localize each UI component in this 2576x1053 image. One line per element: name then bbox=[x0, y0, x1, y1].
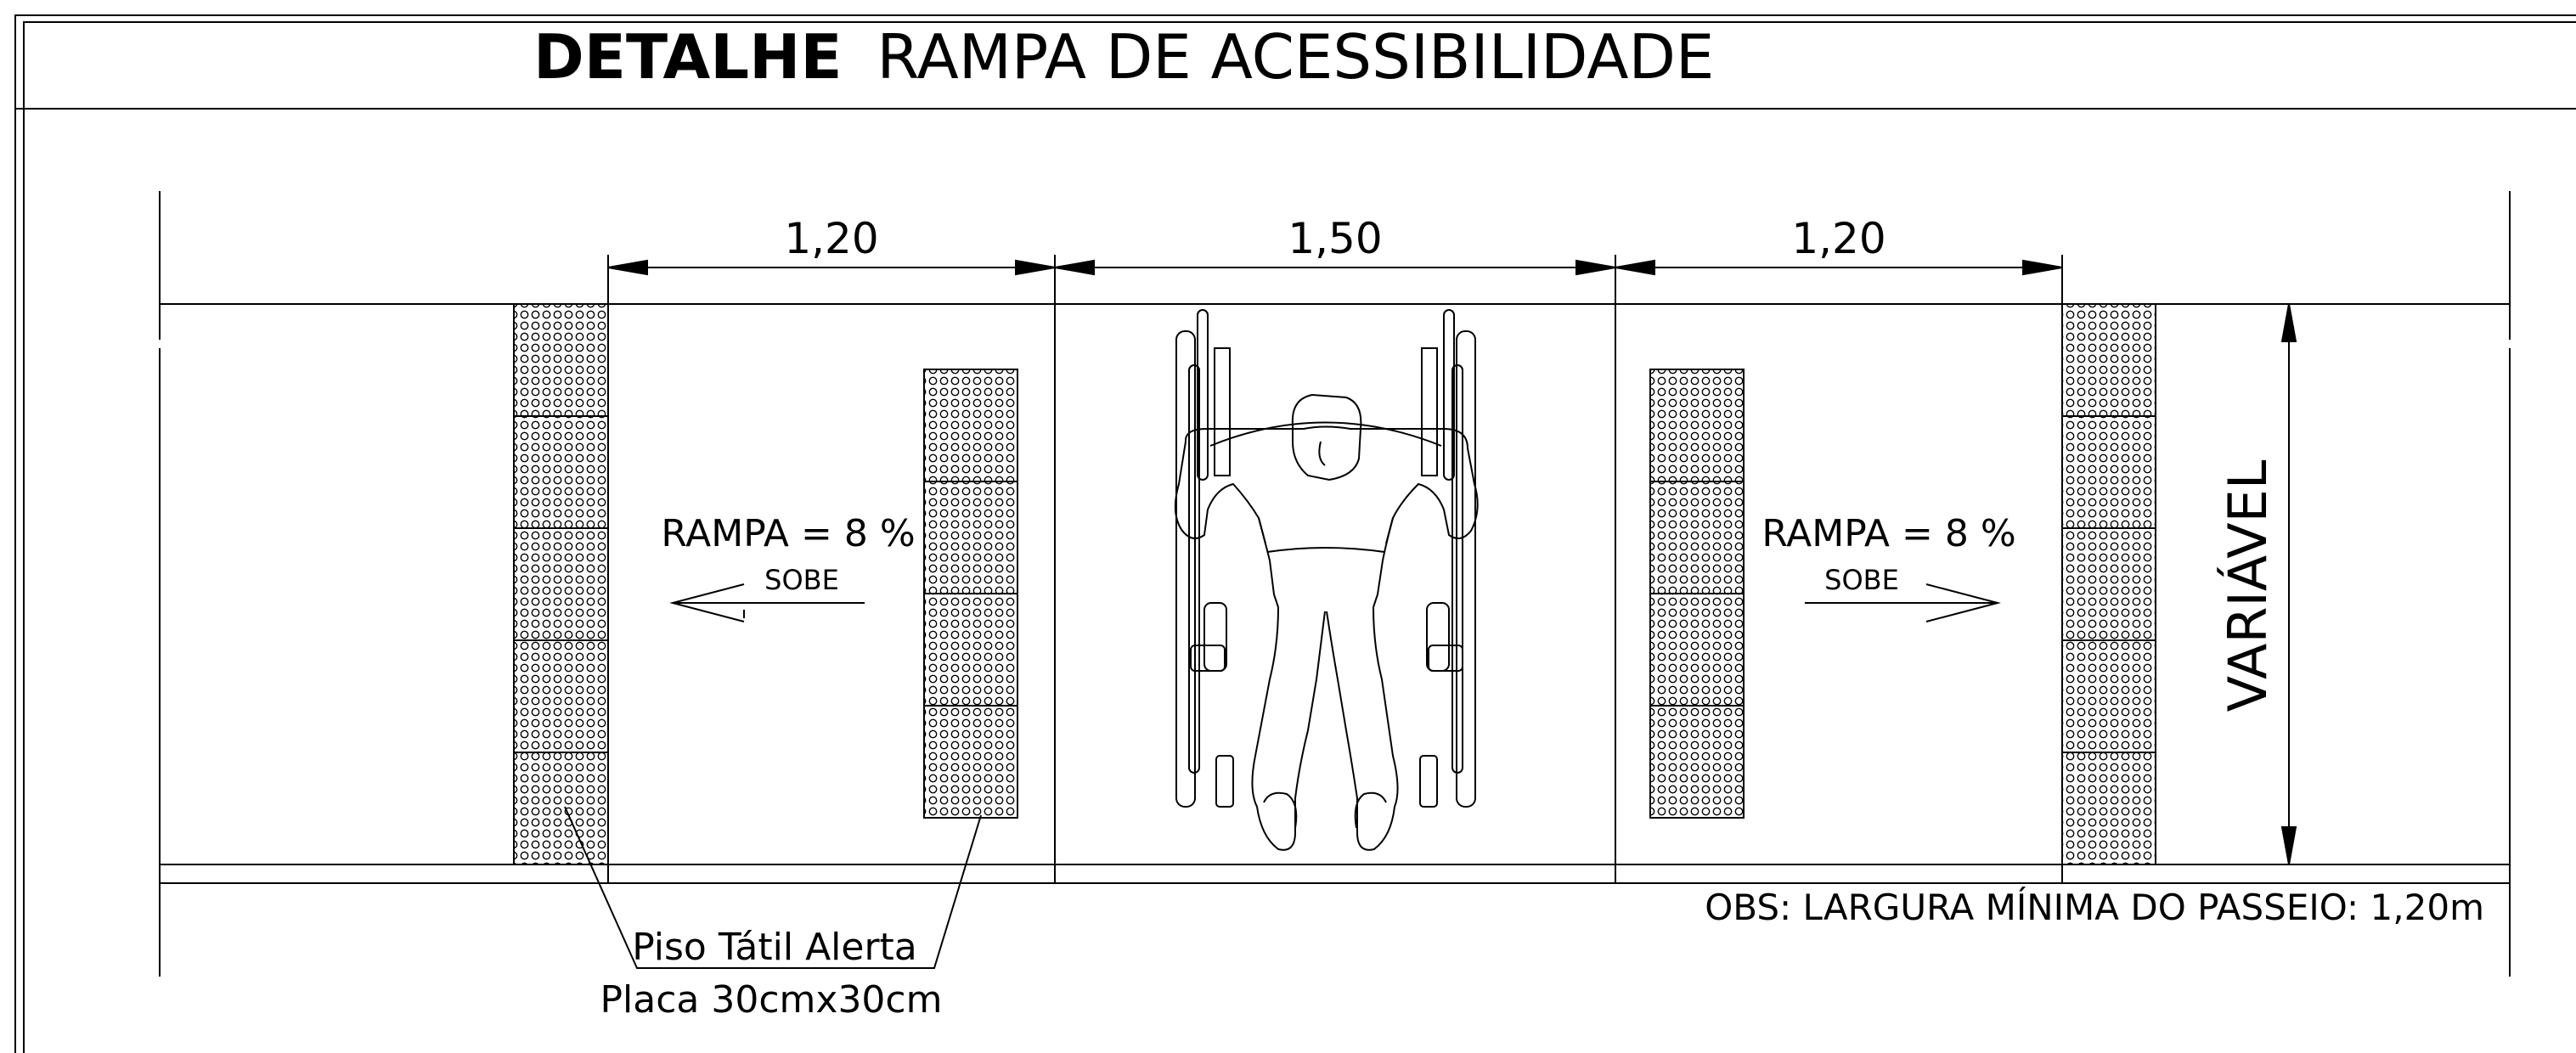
ramp-left-direction: SOBE bbox=[764, 564, 839, 596]
title-rest: RAMPA DE ACESSIBILIDADE bbox=[877, 21, 1714, 93]
title-bold: DETALHE bbox=[533, 21, 843, 93]
vertical-dimension-line bbox=[2280, 303, 2297, 865]
dimension-middle: 1,50 bbox=[1288, 214, 1382, 263]
tactile-strip-left-edge bbox=[513, 303, 609, 865]
title-frame bbox=[14, 14, 2576, 1053]
tactile-strip-right-ramp bbox=[1649, 369, 1745, 819]
dimension-left: 1,20 bbox=[784, 214, 878, 263]
ramp-left-slope: RAMPA = 8 % bbox=[661, 512, 915, 555]
page-title: DETALHE RAMPA DE ACESSIBILIDADE bbox=[533, 21, 1714, 93]
ramp-right-direction: SOBE bbox=[1824, 564, 1899, 596]
tactile-strip-left-ramp bbox=[923, 369, 1018, 819]
ramp-right-slope: RAMPA = 8 % bbox=[1761, 512, 2015, 555]
tactile-callout-line2: Placa 30cmx30cm bbox=[600, 978, 943, 1022]
dimension-right: 1,20 bbox=[1791, 214, 1885, 263]
arrow-right-icon bbox=[1805, 583, 2001, 622]
tactile-callout-leaders bbox=[564, 806, 982, 969]
arrow-left-icon bbox=[669, 583, 865, 622]
sidewalk-plan bbox=[159, 191, 2511, 977]
edge-dashes bbox=[158, 340, 2511, 425]
observation-note: OBS: LARGURA MÍNIMA DO PASSEIO: 1,20m bbox=[1705, 886, 2484, 928]
dimension-vertical-label: VARIÁVEL bbox=[2216, 459, 2279, 712]
wheelchair-user-icon bbox=[1174, 309, 1479, 851]
tactile-callout-line1: Piso Tátil Alerta bbox=[632, 926, 917, 969]
horizontal-dimension-line bbox=[607, 259, 2063, 276]
tactile-strip-right-edge bbox=[2061, 303, 2156, 865]
